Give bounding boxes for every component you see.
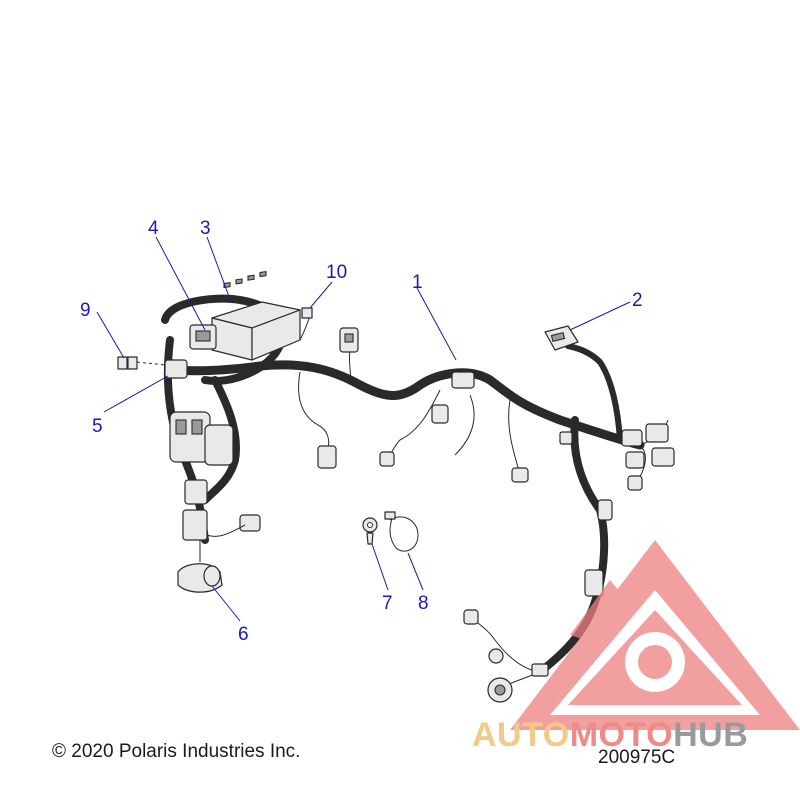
callout-3: 3 xyxy=(200,218,211,239)
ground-stud xyxy=(362,517,378,545)
connector-cluster-lower xyxy=(463,609,549,703)
connector-2 xyxy=(544,325,579,351)
connector-cluster-left xyxy=(164,359,261,541)
callout-8: 8 xyxy=(418,593,429,614)
callout-10: 10 xyxy=(326,262,347,283)
callouts: 1 2 3 4 5 6 7 8 9 10 xyxy=(80,218,643,645)
connector-cluster-right xyxy=(584,423,675,597)
callout-6: 6 xyxy=(238,624,249,645)
fuse-box xyxy=(211,270,301,361)
copyright-notice: © 2020 Polaris Industries Inc. xyxy=(52,741,301,762)
callout-4: 4 xyxy=(148,218,159,239)
leader-lines xyxy=(96,236,631,622)
connector-10 xyxy=(301,307,313,319)
callout-2: 2 xyxy=(632,290,643,311)
boot-connector xyxy=(177,540,223,593)
mid-connectors xyxy=(317,327,573,483)
callout-7: 7 xyxy=(382,593,393,614)
figure-number: 200975C xyxy=(598,747,676,768)
callout-1: 1 xyxy=(412,272,423,293)
clip-9 xyxy=(117,356,166,370)
cable-tie xyxy=(384,511,419,552)
callout-9: 9 xyxy=(80,300,91,321)
callout-5: 5 xyxy=(92,416,103,437)
relay xyxy=(189,324,217,350)
